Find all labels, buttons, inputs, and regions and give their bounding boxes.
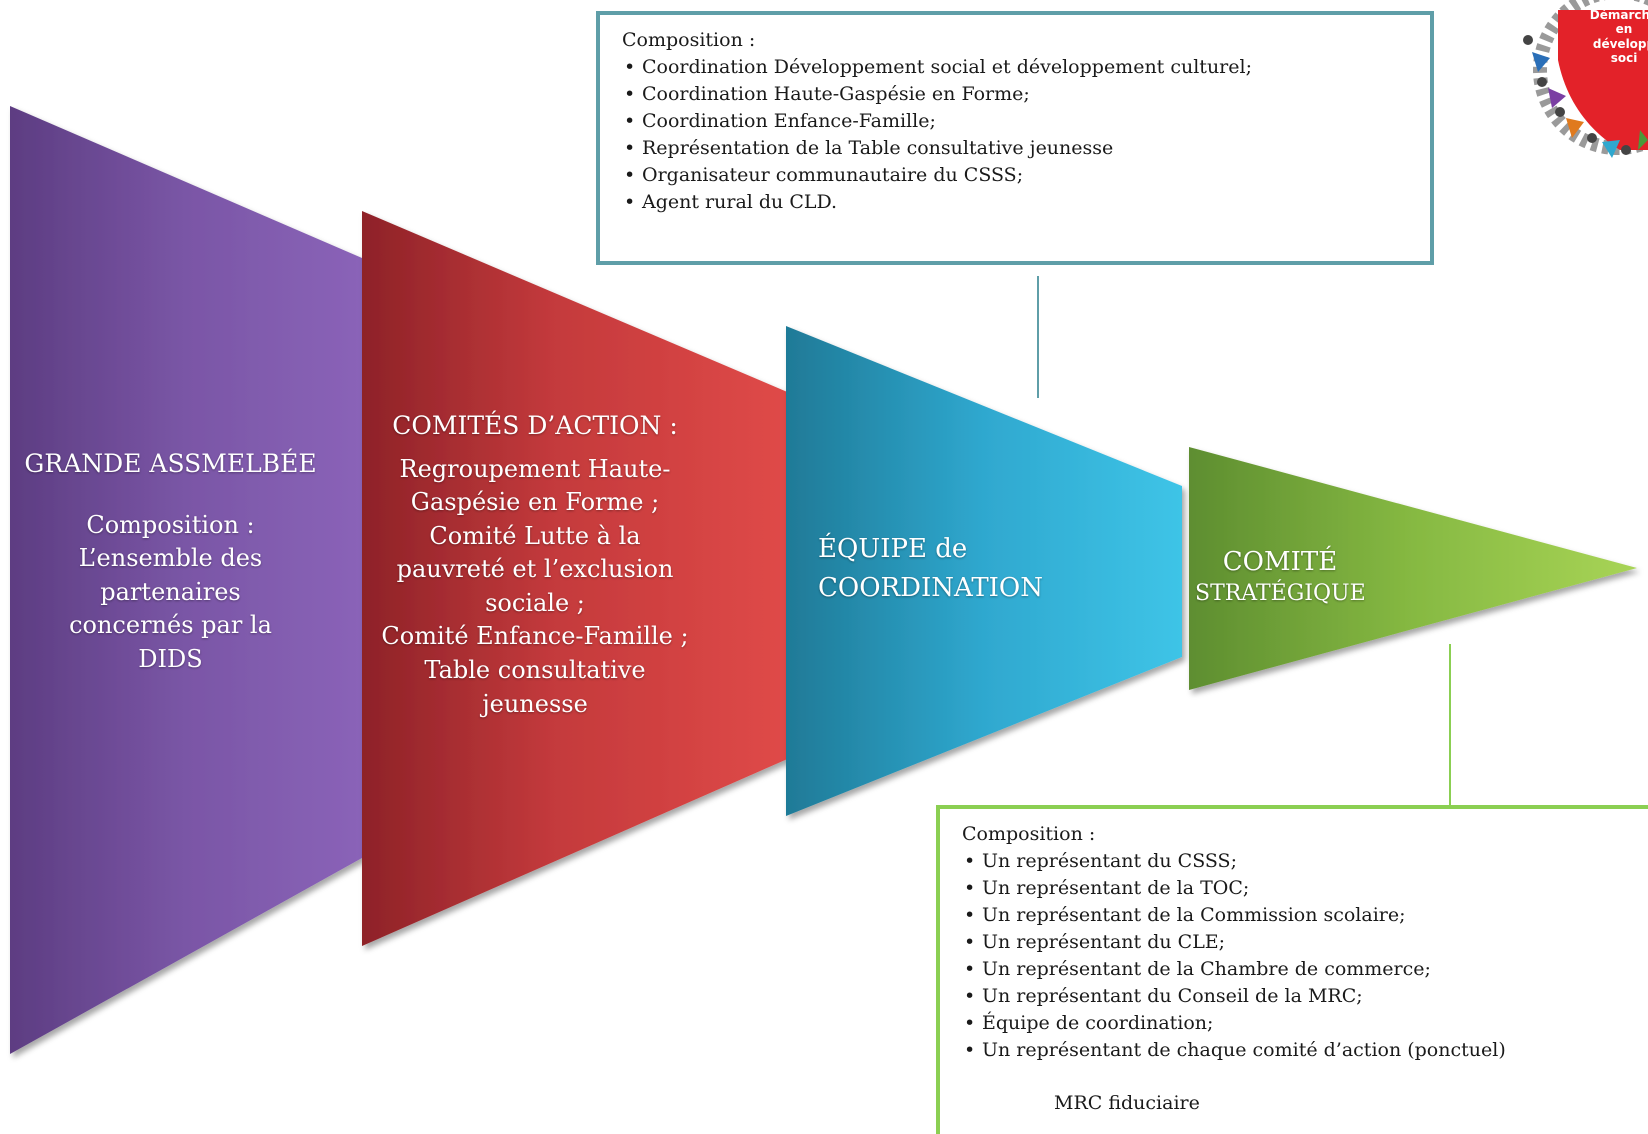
stage-title: GRANDE ASSMELBÉE bbox=[24, 449, 317, 478]
stage-body: Regroupement Haute- Gaspésie en Forme ; … bbox=[360, 453, 710, 722]
stage-comites-action-shape bbox=[362, 211, 792, 946]
stage-line: L’ensemble des bbox=[78, 544, 263, 573]
stage-line: Comité Enfance-Famille ; bbox=[381, 622, 689, 651]
list-item: Agent rural du CLD. bbox=[622, 189, 1408, 216]
box-heading: Composition : bbox=[962, 823, 1096, 845]
composition-list: Un représentant du CSSS; Un représentant… bbox=[962, 848, 1626, 1064]
stage-grande-assemblee-shape bbox=[10, 106, 362, 1054]
list-item: Un représentant du Conseil de la MRC; bbox=[962, 983, 1626, 1010]
stage-line: partenaires bbox=[100, 577, 241, 606]
heart-logo-icon bbox=[1523, 0, 1648, 158]
stage-body: Composition : L’ensemble des partenaires… bbox=[18, 509, 323, 677]
list-item: Équipe de coordination; bbox=[962, 1010, 1626, 1037]
list-item: Coordination Enfance-Famille; bbox=[622, 108, 1408, 135]
stage-equipe-coordination-text: ÉQUIPE de COORDINATION bbox=[818, 530, 1078, 608]
list-item: Un représentant de la Commission scolair… bbox=[962, 902, 1626, 929]
stage-line: pauvreté et l’exclusion bbox=[396, 555, 674, 584]
list-item: Représentation de la Table consultative … bbox=[622, 135, 1408, 162]
strategique-composition-box: Composition : Un représentant du CSSS; U… bbox=[936, 805, 1648, 1134]
stage-line: Table consultative bbox=[424, 656, 646, 685]
stage-grande-assemblee-text: GRANDE ASSMELBÉE Composition : L’ensembl… bbox=[18, 448, 323, 676]
stage-line: DIDS bbox=[138, 644, 203, 673]
list-item: Un représentant de la Chambre de commerc… bbox=[962, 956, 1626, 983]
stage-line: Comité Lutte à la bbox=[429, 521, 641, 550]
stage-comite-strategique-shape bbox=[1189, 447, 1637, 690]
stage-line: concernés par la bbox=[69, 611, 272, 640]
logo-line: soci bbox=[1610, 51, 1638, 66]
list-item: Organisateur communautaire du CSSS; bbox=[622, 162, 1408, 189]
stage-equipe-coordination-shape bbox=[786, 326, 1182, 816]
coordination-composition-box: Composition : Coordination Développement… bbox=[596, 11, 1434, 265]
list-item: Un représentant de chaque comité d’actio… bbox=[962, 1037, 1626, 1064]
stage-title-line: ÉQUIPE de bbox=[818, 534, 968, 564]
fiduciaire-note: MRC fiduciaire bbox=[1054, 1091, 1200, 1114]
list-item: Coordination Développement social et dév… bbox=[622, 54, 1408, 81]
stage-line: sociale ; bbox=[485, 588, 585, 617]
stage-title: COMITÉ bbox=[1222, 547, 1338, 577]
composition-list: Coordination Développement social et dév… bbox=[622, 54, 1408, 216]
stage-line: Composition : bbox=[86, 510, 255, 539]
stage-subtitle: STRATÉGIQUE bbox=[1195, 580, 1366, 606]
stage-title-line: COORDINATION bbox=[818, 573, 1043, 603]
logo-line: développ bbox=[1592, 36, 1648, 51]
stage-title: COMITÉS D’ACTION : bbox=[392, 411, 678, 440]
stage-line: Regroupement Haute- bbox=[399, 454, 671, 483]
list-item: Un représentant de la TOC; bbox=[962, 875, 1626, 902]
stage-line: jeunesse bbox=[482, 689, 588, 718]
stage-comite-strategique-text: COMITÉ STRATÉGIQUE bbox=[1195, 547, 1366, 610]
list-item: Un représentant du CLE; bbox=[962, 929, 1626, 956]
list-item: Un représentant du CSSS; bbox=[962, 848, 1626, 875]
box-heading: Composition : bbox=[622, 29, 756, 51]
list-item: Coordination Haute-Gaspésie en Forme; bbox=[622, 81, 1408, 108]
stage-line: Gaspésie en Forme ; bbox=[410, 488, 660, 517]
logo-line: en bbox=[1615, 22, 1633, 37]
stage-comites-action-text: COMITÉS D’ACTION : Regroupement Haute- G… bbox=[360, 410, 710, 721]
